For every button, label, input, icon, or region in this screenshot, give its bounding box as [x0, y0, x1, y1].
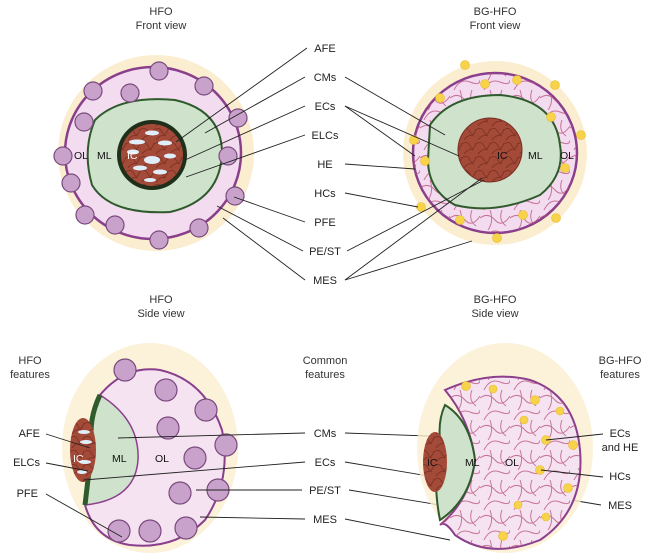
hfo-side-title-2: Side view [137, 308, 184, 320]
hfo-front-title-1: HFO [149, 6, 173, 18]
bghfo-features-title-2: features [600, 369, 640, 381]
bghfo-side-label-ecs: ECs [610, 428, 631, 440]
bghfo-side-labels: ECs and HE HCs MES [602, 428, 639, 512]
hfo-side-label-pfe: PFE [17, 488, 38, 500]
hfo-front-ml: ML [97, 150, 112, 162]
pfe-cells [107, 358, 238, 543]
bghfo-side-label-mes: MES [608, 500, 632, 512]
common-label-mes: MES [313, 514, 337, 526]
hfo-side-leader-lines [45, 433, 123, 538]
label-pfe: PFE [314, 217, 335, 229]
bghfo-front-organoid: IC ML OL [403, 60, 587, 245]
inner-core [70, 418, 96, 482]
hfo-side-ic: IC [73, 453, 84, 465]
hfo-side-label-elcs: ELCs [13, 457, 40, 469]
pfe-cells [53, 61, 248, 250]
inner-core [121, 124, 183, 186]
common-label-pe-st: PE/ST [309, 485, 341, 497]
bghfo-features-title-1: BG-HFO [599, 355, 642, 367]
elc-cells [77, 430, 92, 474]
hfo-front-organoid: OL ML IC [53, 55, 254, 251]
bghfo-front-title-2: Front view [470, 20, 521, 32]
hemogenic-cells [461, 381, 578, 541]
common-label-column: CMs ECs PE/ST MES [309, 428, 341, 526]
front-label-column: AFE CMs ECs ELCs HE HCs PFE PE/ST MES [309, 43, 341, 287]
common-label-ecs: ECs [315, 457, 336, 469]
hfo-features-title-2: features [10, 369, 50, 381]
bghfo-front-ol: OL [560, 150, 574, 162]
bghfo-side-title-1: BG-HFO [474, 294, 517, 306]
label-afe: AFE [314, 43, 335, 55]
hfo-front-title-2: Front view [136, 20, 187, 32]
label-pe-st: PE/ST [309, 246, 341, 258]
label-elcs: ELCs [312, 130, 339, 142]
label-ecs: ECs [315, 101, 336, 113]
hfo-front-ol: OL [74, 150, 88, 162]
vessel-network [440, 376, 581, 549]
bghfo-side-label-hcs: HCs [609, 471, 631, 483]
middle-layer [435, 403, 477, 522]
inner-core [457, 117, 523, 183]
hfo-side-title-1: HFO [149, 294, 173, 306]
bghfo-side-ic: IC [427, 457, 438, 469]
bghfo-front-title-1: BG-HFO [474, 6, 517, 18]
hfo-front-ic: IC [127, 150, 138, 162]
front-leader-lines [175, 47, 485, 281]
common-features-title-1: Common [303, 355, 348, 367]
label-cms: CMs [314, 72, 337, 84]
inner-core [423, 432, 447, 492]
bghfo-side-title-2: Side view [471, 308, 518, 320]
label-he: HE [317, 159, 332, 171]
common-features-title-2: features [305, 369, 345, 381]
label-hcs: HCs [314, 188, 336, 200]
hemogenic-cells [409, 60, 586, 243]
hfo-side-organoid: IC ML OL [62, 343, 238, 553]
elc-cells [127, 130, 176, 182]
bghfo-side-organoid: IC ML OL [417, 343, 593, 553]
hfo-side-ml: ML [112, 453, 127, 465]
hfo-side-labels: AFE ELCs PFE [13, 428, 40, 500]
bghfo-side-ol: OL [505, 457, 519, 469]
label-mes: MES [313, 275, 337, 287]
bghfo-side-leader-lines [540, 433, 604, 478]
bghfo-side-label-and-he: and HE [602, 442, 639, 454]
common-label-cms: CMs [314, 428, 337, 440]
bghfo-side-ml: ML [465, 457, 480, 469]
bghfo-front-ic: IC [497, 150, 508, 162]
bghfo-front-ml: ML [528, 150, 543, 162]
hfo-side-label-afe: AFE [19, 428, 40, 440]
hfo-features-title-1: HFO [18, 355, 42, 367]
hfo-side-ol: OL [155, 453, 169, 465]
